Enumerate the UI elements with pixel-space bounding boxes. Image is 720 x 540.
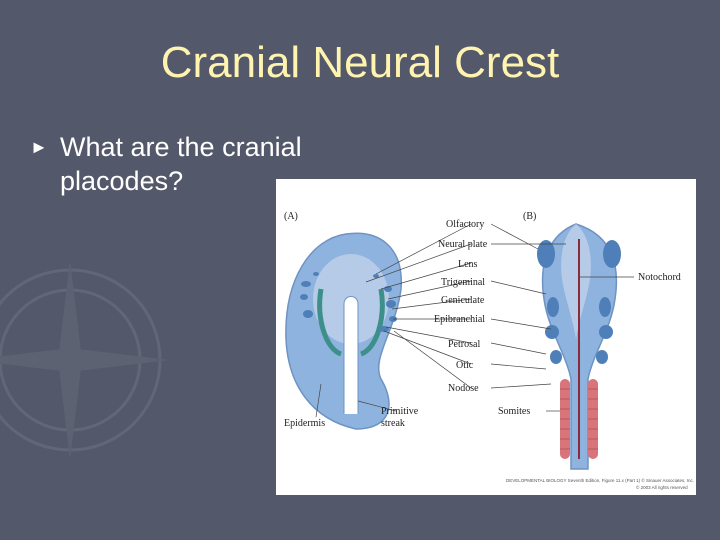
panel-a-embryo [285, 232, 402, 430]
label-otic: Otic [456, 360, 474, 371]
bullet-text: What are the cranial placodes? [60, 132, 302, 196]
label-neural-plate: Neural plate [438, 239, 488, 250]
label-trigeminal: Trigeminal [441, 277, 485, 288]
label-lens: Lens [458, 259, 478, 270]
panel-b-embryo [537, 223, 621, 470]
label-somites: Somites [498, 406, 530, 417]
panel-b-label: (B) [523, 211, 536, 222]
figure-credit-line-2: © 2003 All rights reserved [636, 484, 688, 490]
label-streak: streak [381, 418, 405, 429]
panel-a-label: (A) [284, 211, 298, 222]
label-epibranchial: Epibranchial [434, 314, 485, 325]
label-notochord: Notochord [638, 272, 681, 283]
embryo-figure: (A) (B) Olfactory Neural plate Lens Trig… [276, 179, 696, 495]
label-petrosal: Petrosal [448, 339, 480, 350]
label-primitive: Primitive [381, 406, 419, 417]
figure-credit-line-1: DEVELOPMENTAL BIOLOGY Seventh Edition, F… [506, 477, 694, 483]
label-geniculate: Geniculate [441, 295, 485, 306]
slide-title: Cranial Neural Crest [160, 38, 560, 87]
compass-watermark [0, 260, 170, 460]
label-nodose: Nodose [448, 383, 479, 394]
leader-lines [315, 223, 634, 418]
label-epidermis: Epidermis [284, 418, 325, 429]
bullet-point: ► What are the cranial placodes? [30, 130, 330, 198]
label-olfactory: Olfactory [446, 219, 484, 230]
bullet-arrow-icon: ► [30, 137, 48, 157]
